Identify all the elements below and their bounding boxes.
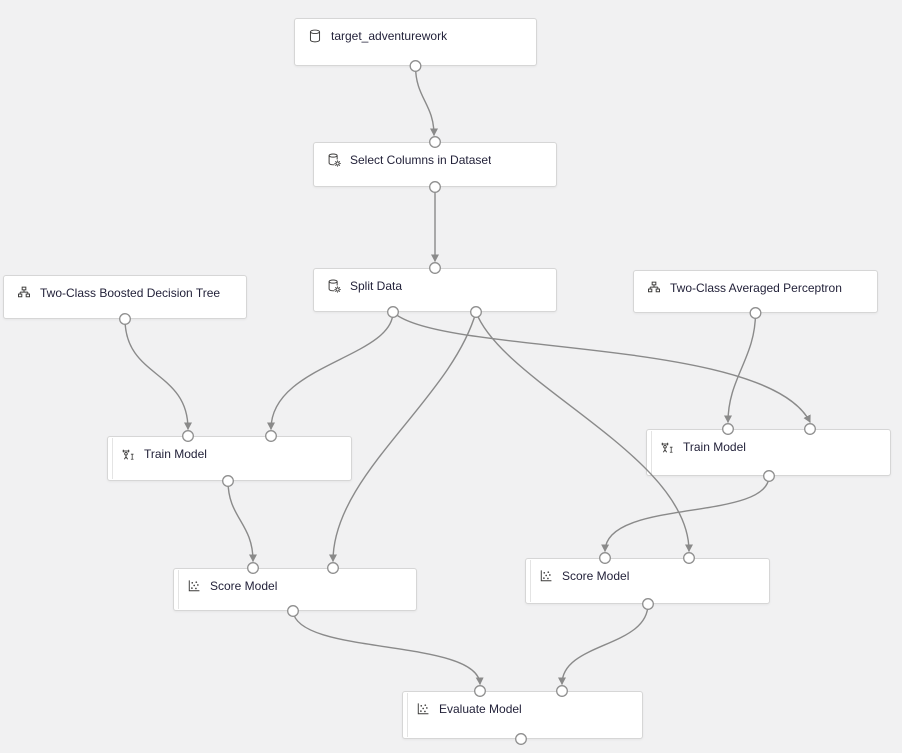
node-dataset-target-adventurework[interactable]: target_adventurework xyxy=(294,18,537,66)
pipeline-edge-two-class-boosted-decision-tree-to-train-model-left[interactable] xyxy=(124,318,192,430)
database-icon xyxy=(308,29,322,43)
node-split-data[interactable]: Split Data xyxy=(313,268,557,312)
pipeline-edge-score-model-left-to-evaluate-model[interactable] xyxy=(292,610,484,685)
node-evaluate-model[interactable]: Evaluate Model xyxy=(402,691,643,739)
node-two-class-boosted-decision-tree[interactable]: Two-Class Boosted Decision Tree xyxy=(3,275,247,319)
pipeline-edge-split-data-to-train-model-left[interactable] xyxy=(267,311,394,430)
node-label: target_adventurework xyxy=(331,29,448,43)
node-two-class-averaged-perceptron[interactable]: Two-Class Averaged Perceptron xyxy=(633,270,878,313)
pipeline-edge-train-model-right-to-score-model-right[interactable] xyxy=(601,475,770,552)
pipeline-edge-split-data-to-train-model-right[interactable] xyxy=(392,311,811,423)
node-label: Select Columns in Dataset xyxy=(350,153,492,167)
node-train-model-left[interactable]: Train Model xyxy=(107,436,352,481)
algorithm-icon xyxy=(17,286,31,300)
node-train-model-right[interactable]: Train Model xyxy=(646,429,891,476)
pipeline-edge-dataset-target-adventurework-to-select-columns-in-dataset[interactable] xyxy=(414,65,438,136)
node-label: Score Model xyxy=(210,579,278,593)
node-score-model-left[interactable]: Score Model xyxy=(173,568,417,611)
node-label: Two-Class Boosted Decision Tree xyxy=(40,286,221,300)
scatter-icon xyxy=(539,569,553,583)
node-label: Train Model xyxy=(144,447,207,461)
train-icon xyxy=(121,447,135,461)
pipeline-edge-two-class-averaged-perceptron-to-train-model-right[interactable] xyxy=(724,312,757,423)
node-select-columns-in-dataset[interactable]: Select Columns in Dataset xyxy=(313,142,557,187)
pipeline-edge-score-model-right-to-evaluate-model[interactable] xyxy=(558,603,649,685)
node-score-model-right[interactable]: Score Model xyxy=(525,558,770,604)
scatter-icon xyxy=(416,702,430,716)
database-gear-icon xyxy=(327,153,341,167)
train-icon xyxy=(660,440,674,454)
node-label: Two-Class Averaged Perceptron xyxy=(670,281,842,295)
scatter-icon xyxy=(187,579,201,593)
node-label: Score Model xyxy=(562,569,630,583)
node-label: Evaluate Model xyxy=(439,702,522,716)
pipeline-edge-split-data-to-score-model-left[interactable] xyxy=(329,311,477,562)
node-label: Split Data xyxy=(350,279,403,293)
node-label: Train Model xyxy=(683,440,746,454)
algorithm-icon xyxy=(647,281,661,295)
pipeline-edge-train-model-left-to-score-model-left[interactable] xyxy=(227,480,257,562)
database-gear-icon xyxy=(327,279,341,293)
